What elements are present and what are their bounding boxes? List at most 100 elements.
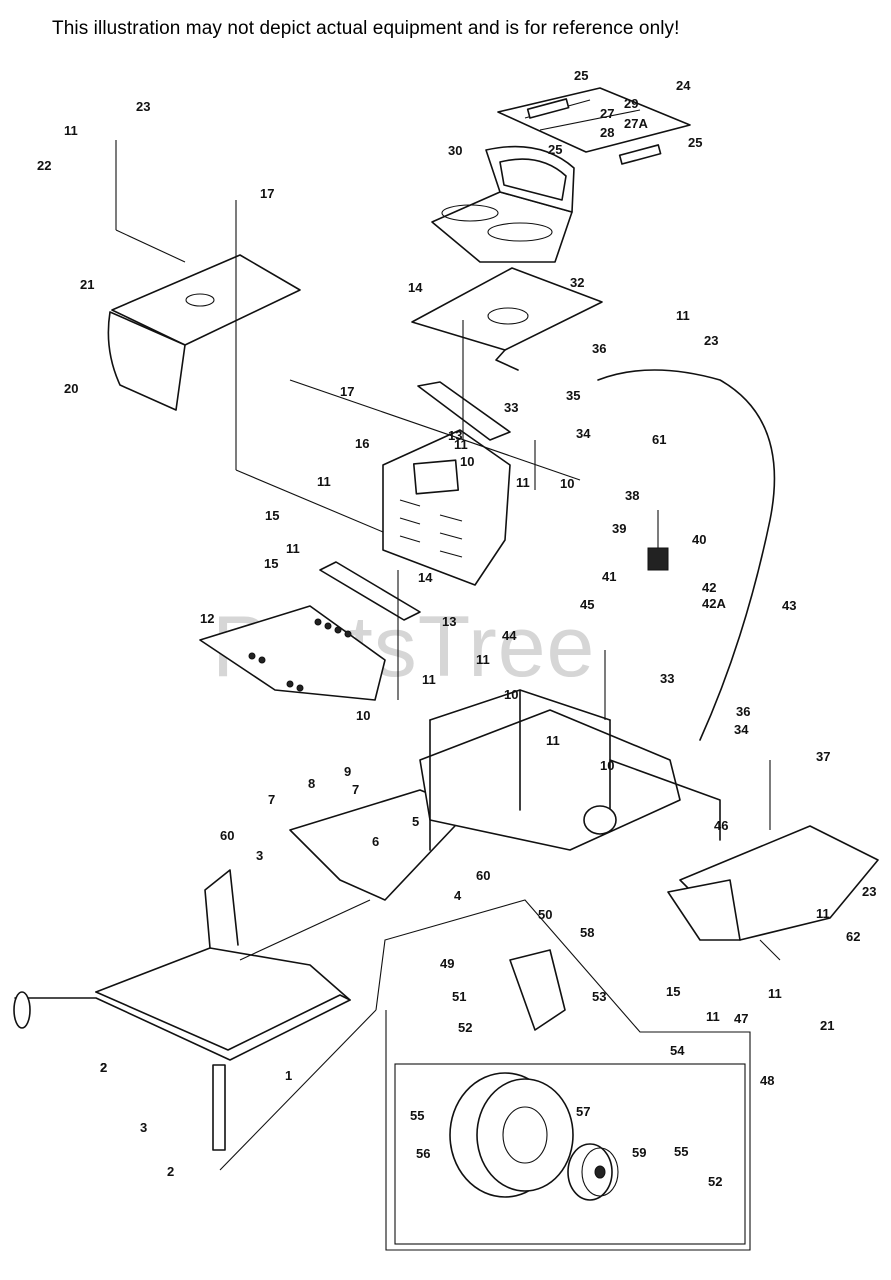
callout-11: 11	[317, 474, 331, 489]
callout-20: 20	[64, 381, 78, 396]
console-bracket-lower	[319, 561, 421, 621]
callout-27: 27	[600, 106, 614, 121]
callout-11: 11	[422, 672, 436, 687]
fender-panel	[107, 254, 301, 411]
callout-23: 23	[862, 884, 876, 899]
callout-10: 10	[560, 476, 574, 491]
wheel-rim	[567, 1143, 619, 1201]
callout-47: 47	[734, 1011, 748, 1026]
callout-2: 2	[167, 1164, 174, 1179]
callout-33: 33	[504, 400, 518, 415]
main-frame	[289, 689, 721, 901]
callout-24: 24	[676, 78, 691, 93]
callout-55: 55	[410, 1108, 424, 1123]
callout-11: 11	[816, 906, 830, 921]
callout-5: 5	[412, 814, 419, 829]
callout-10: 10	[504, 687, 518, 702]
callout-40: 40	[692, 532, 706, 547]
callout-38: 38	[625, 488, 639, 503]
callout-14: 14	[418, 570, 433, 585]
callout-11: 11	[286, 541, 300, 556]
callout-10: 10	[356, 708, 370, 723]
callout-1: 1	[285, 1068, 292, 1083]
callout-59: 59	[632, 1145, 646, 1160]
callout-17: 17	[340, 384, 354, 399]
callout-8: 8	[308, 776, 315, 791]
callout-17: 17	[260, 186, 274, 201]
seat-pan	[411, 267, 603, 371]
callout-11: 11	[676, 308, 690, 323]
callout-7: 7	[268, 792, 275, 807]
callout-41: 41	[602, 569, 616, 584]
callout-62: 62	[846, 929, 860, 944]
callout-15: 15	[666, 984, 680, 999]
callout-39: 39	[612, 521, 626, 536]
callout-34: 34	[576, 426, 591, 441]
callout-13: 13	[442, 614, 456, 629]
callout-25: 25	[548, 142, 562, 157]
callout-25: 25	[574, 68, 588, 83]
callout-10: 10	[600, 758, 614, 773]
callout-11: 11	[476, 652, 490, 667]
callout-52: 52	[458, 1020, 472, 1035]
callout-11: 11	[706, 1009, 720, 1024]
callout-32: 32	[570, 275, 584, 290]
callout-53: 53	[592, 989, 606, 1004]
leader-lines	[115, 140, 781, 1171]
callout-42a: 42A	[702, 596, 726, 611]
callout-15: 15	[264, 556, 278, 571]
seat-switch-cable	[597, 369, 776, 741]
callout-11: 11	[454, 437, 468, 452]
console-plate	[382, 429, 511, 586]
disclaimer-text: This illustration may not depict actual …	[52, 18, 680, 39]
callout-57: 57	[576, 1104, 590, 1119]
callout-23: 23	[136, 99, 150, 114]
callout-33: 33	[660, 671, 674, 686]
callout-36: 36	[736, 704, 750, 719]
callout-49: 49	[440, 956, 454, 971]
console-bracket-upper	[417, 381, 511, 441]
callout-10: 10	[460, 454, 474, 469]
callout-29: 29	[624, 96, 638, 111]
callout-11: 11	[64, 123, 78, 138]
callout-11: 11	[516, 475, 530, 490]
callout-43: 43	[782, 598, 796, 613]
callout-3: 3	[140, 1120, 147, 1135]
callout-50: 50	[538, 907, 552, 922]
caster-fork	[509, 949, 566, 1031]
callout-12: 12	[200, 611, 214, 626]
spring	[647, 510, 669, 571]
side-bracket	[667, 879, 741, 941]
callout-54: 54	[670, 1043, 685, 1058]
callout-35: 35	[566, 388, 580, 403]
callout-27a: 27A	[624, 116, 648, 131]
callout-11: 11	[546, 733, 560, 748]
seat-bracket-plate	[497, 87, 691, 165]
callout-16: 16	[355, 436, 369, 451]
callout-44: 44	[502, 628, 517, 643]
callout-46: 46	[714, 818, 728, 833]
callout-14: 14	[408, 280, 423, 295]
front-axle-frame	[13, 869, 351, 1151]
callout-55: 55	[674, 1144, 688, 1159]
callout-13: 13	[448, 428, 462, 443]
seat	[431, 145, 575, 263]
callout-4: 4	[454, 888, 462, 903]
callout-21: 21	[820, 1018, 834, 1033]
callout-15: 15	[265, 508, 279, 523]
callout-3: 3	[256, 848, 263, 863]
callout-34: 34	[734, 722, 749, 737]
callout-22: 22	[37, 158, 51, 173]
callout-61: 61	[652, 432, 666, 447]
callout-36: 36	[592, 341, 606, 356]
callout-2: 2	[100, 1060, 107, 1075]
wheel-assembly-box	[375, 899, 751, 1251]
callout-51: 51	[452, 989, 466, 1004]
callout-23: 23	[704, 333, 718, 348]
callout-21: 21	[80, 277, 94, 292]
callout-60: 60	[476, 868, 490, 883]
callout-9: 9	[344, 764, 351, 779]
callout-30: 30	[448, 143, 462, 158]
